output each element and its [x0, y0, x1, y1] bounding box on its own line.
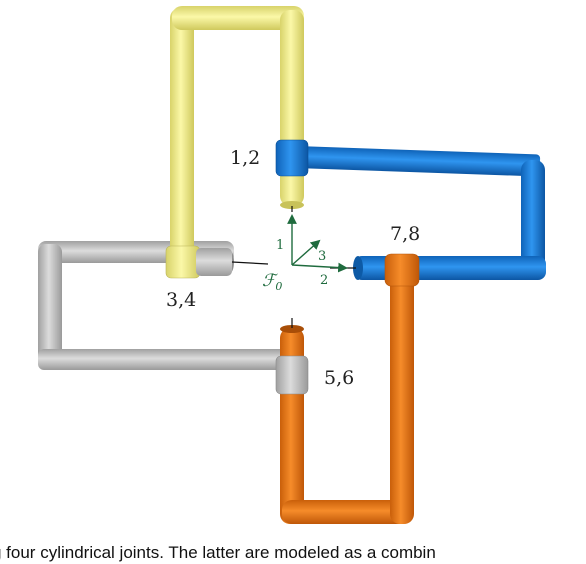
figure-caption: g four cylindrical joints. The latter ar…	[0, 543, 436, 562]
reference-frame	[287, 214, 348, 273]
frame-symbol: ℱ	[262, 271, 279, 291]
joint-5-6-sleeve	[275, 355, 309, 395]
joint-label-3-4: 3,4	[166, 289, 196, 311]
joint-1-2-sleeve	[275, 139, 309, 177]
joint-7-8-sleeve	[384, 253, 420, 287]
axis-3-arrow	[291, 239, 321, 266]
axis-2-arrow	[291, 262, 348, 273]
blue-body	[295, 146, 546, 280]
joint-label-1-2: 1,2	[230, 147, 260, 169]
frame-label: ℱ0	[262, 271, 282, 293]
joint-label-7-8: 7,8	[390, 223, 420, 245]
mechanism-figure: 1 2 3 ℱ0 1,2 3,4 5,6 7,8	[38, 6, 546, 524]
joint-3-4-sleeve	[165, 245, 201, 279]
joint-label-5-6: 5,6	[324, 367, 354, 389]
axis-3-label: 3	[318, 249, 326, 264]
axis-1-label: 1	[276, 238, 284, 253]
frame-subscript: 0	[275, 280, 282, 293]
axis-2-label: 2	[320, 273, 328, 288]
